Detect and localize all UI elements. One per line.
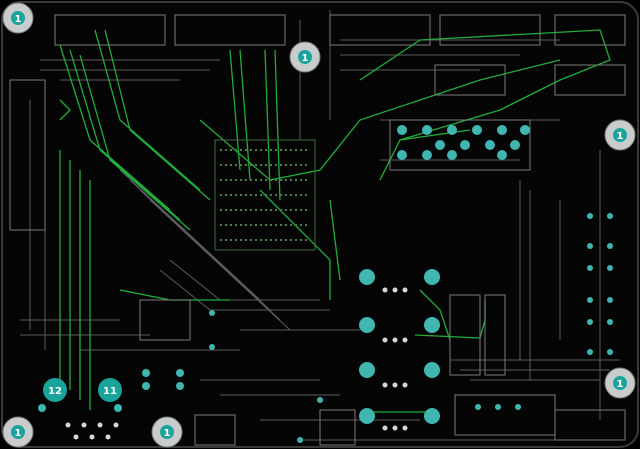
bga-pad-field	[214, 139, 316, 251]
marker-m7: 12	[43, 378, 67, 402]
marker-label: 1	[617, 131, 624, 142]
pin-pads	[65, 287, 408, 440]
marker-m2: 1	[289, 41, 321, 73]
marker-label: 1	[15, 14, 22, 25]
marker-m6: 1	[151, 416, 183, 448]
marker-m5: 1	[2, 416, 34, 448]
marker-label: 12	[48, 386, 62, 397]
marker-label: 11	[103, 386, 117, 397]
component-outlines	[9, 14, 626, 446]
marker-m1: 1	[2, 2, 34, 34]
marker-label: 1	[302, 53, 309, 64]
marker-m8: 11	[98, 378, 122, 402]
marker-label: 1	[15, 428, 22, 439]
marker-m4: 1	[604, 367, 636, 399]
marker-label: 1	[164, 428, 171, 439]
marker-label: 1	[617, 379, 624, 390]
teal-pads	[38, 125, 613, 443]
marker-m3: 1	[604, 119, 636, 151]
